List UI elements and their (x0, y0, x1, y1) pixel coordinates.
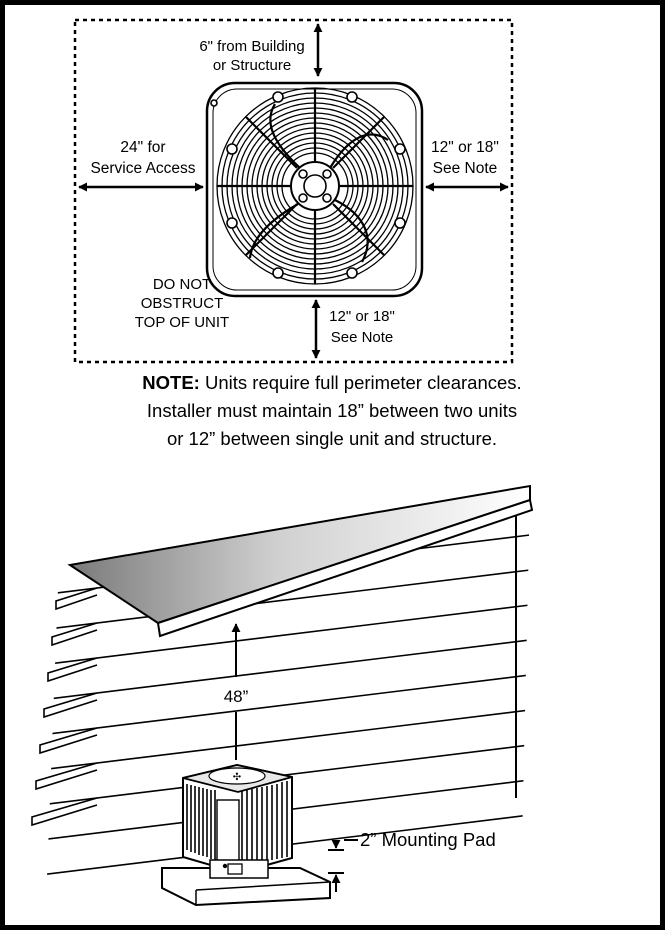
front-clearance-line1: 6" from Building (199, 38, 304, 55)
note-line1: NOTE: Units require full perimeter clear… (142, 372, 521, 393)
roof-overhang (67, 484, 534, 638)
bottom-clearance-line1: 12" or 18" (329, 308, 395, 325)
warning-line3: TOP OF UNIT (135, 314, 229, 331)
note-label: NOTE: (142, 372, 200, 393)
clearance-boundary (73, 18, 514, 364)
pad-label: 2” Mounting Pad (360, 829, 496, 850)
svg-text:✣: ✣ (233, 772, 241, 783)
right-clearance-line2: See Note (433, 160, 498, 177)
note-line2: Installer must maintain 18” between two … (147, 400, 517, 421)
pad-dimension (328, 839, 358, 892)
right-clearance-line1: 12" or 18" (431, 139, 499, 156)
warning-line1: DO NOT (153, 276, 211, 293)
bottom-clearance-line2: See Note (331, 329, 394, 346)
left-clearance-line1: 24" for (120, 139, 165, 156)
warning-line2: OBSTRUCT (141, 295, 224, 312)
left-clearance-line2: Service Access (90, 160, 195, 177)
condenser-top-view (205, 81, 424, 298)
condenser-side-view: ✣ (161, 763, 331, 907)
overhang-clearance-label: 48” (224, 687, 249, 706)
front-clearance-line2: or Structure (213, 57, 291, 74)
note-line3: or 12” between single unit and structure… (167, 428, 497, 449)
note-text: Units require full perimeter clearances. (200, 372, 522, 393)
